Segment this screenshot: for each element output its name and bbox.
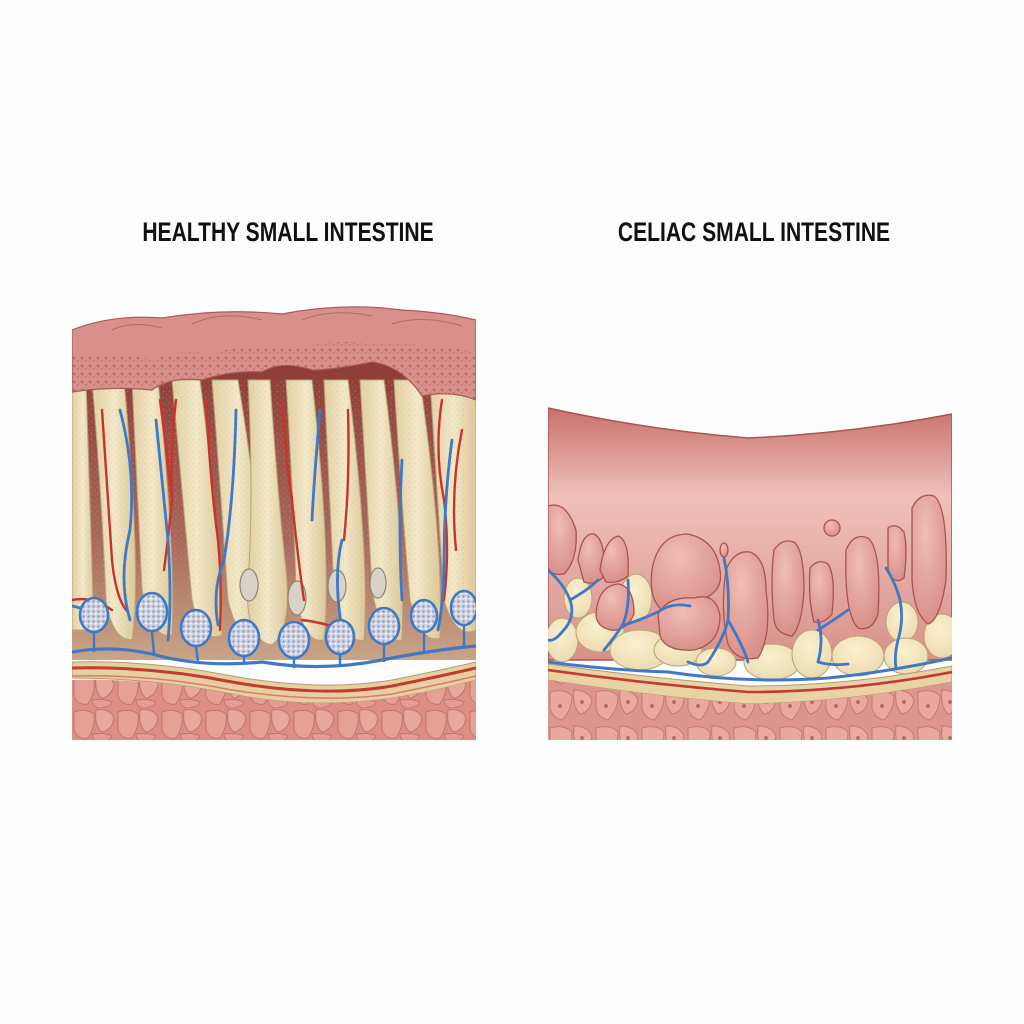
crypt-glands — [78, 589, 476, 660]
healthy-title: HEALTHY SMALL INTESTINE — [142, 217, 434, 247]
muscularis-layer — [548, 663, 952, 705]
healthy-intestine-illustration — [72, 300, 476, 740]
submucosa-layer — [548, 680, 952, 740]
venules — [548, 556, 952, 682]
atrophic-villi — [548, 494, 947, 660]
submucosa-layer — [72, 679, 476, 740]
celiac-title: CELIAC SMALL INTESTINE — [617, 217, 891, 247]
celiac-intestine-illustration — [548, 400, 952, 740]
venules — [72, 408, 476, 669]
arterioles — [72, 398, 464, 632]
